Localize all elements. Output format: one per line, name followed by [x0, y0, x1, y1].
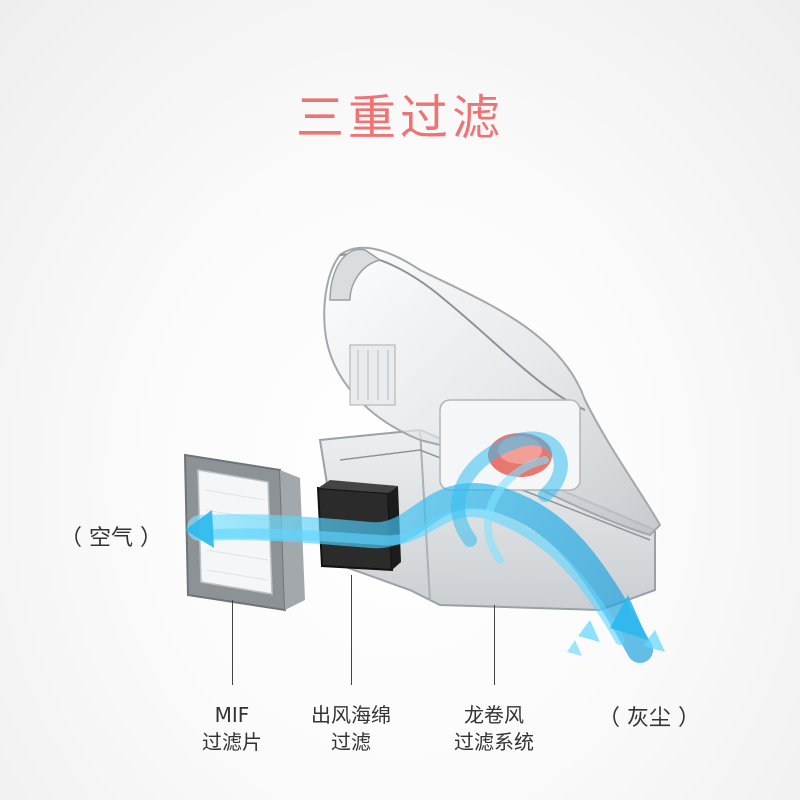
air-label: （ 空气 ）	[60, 526, 162, 551]
callout-cyclone: 龙卷风 过滤系统	[429, 702, 559, 756]
leader-line-sponge	[351, 575, 352, 685]
callout-cyclone-line1: 龙卷风	[464, 703, 524, 727]
airflow-arrows	[185, 431, 665, 663]
callout-sponge: 出风海绵 过滤	[286, 702, 416, 756]
callout-cyclone-line2: 过滤系统	[454, 730, 534, 754]
dust-label: （ 灰尘 ）	[598, 706, 700, 731]
callout-mif-line1: MIF	[214, 703, 250, 727]
callout-mif: MIF 过滤片	[172, 702, 292, 756]
callout-sponge-line2: 过滤	[331, 730, 371, 754]
callout-mif-line2: 过滤片	[202, 730, 262, 754]
callout-sponge-line1: 出风海绵	[311, 703, 391, 727]
leader-line-mif	[232, 600, 233, 685]
leader-line-cyclone	[494, 605, 495, 685]
page-title: 三重过滤	[295, 90, 504, 146]
